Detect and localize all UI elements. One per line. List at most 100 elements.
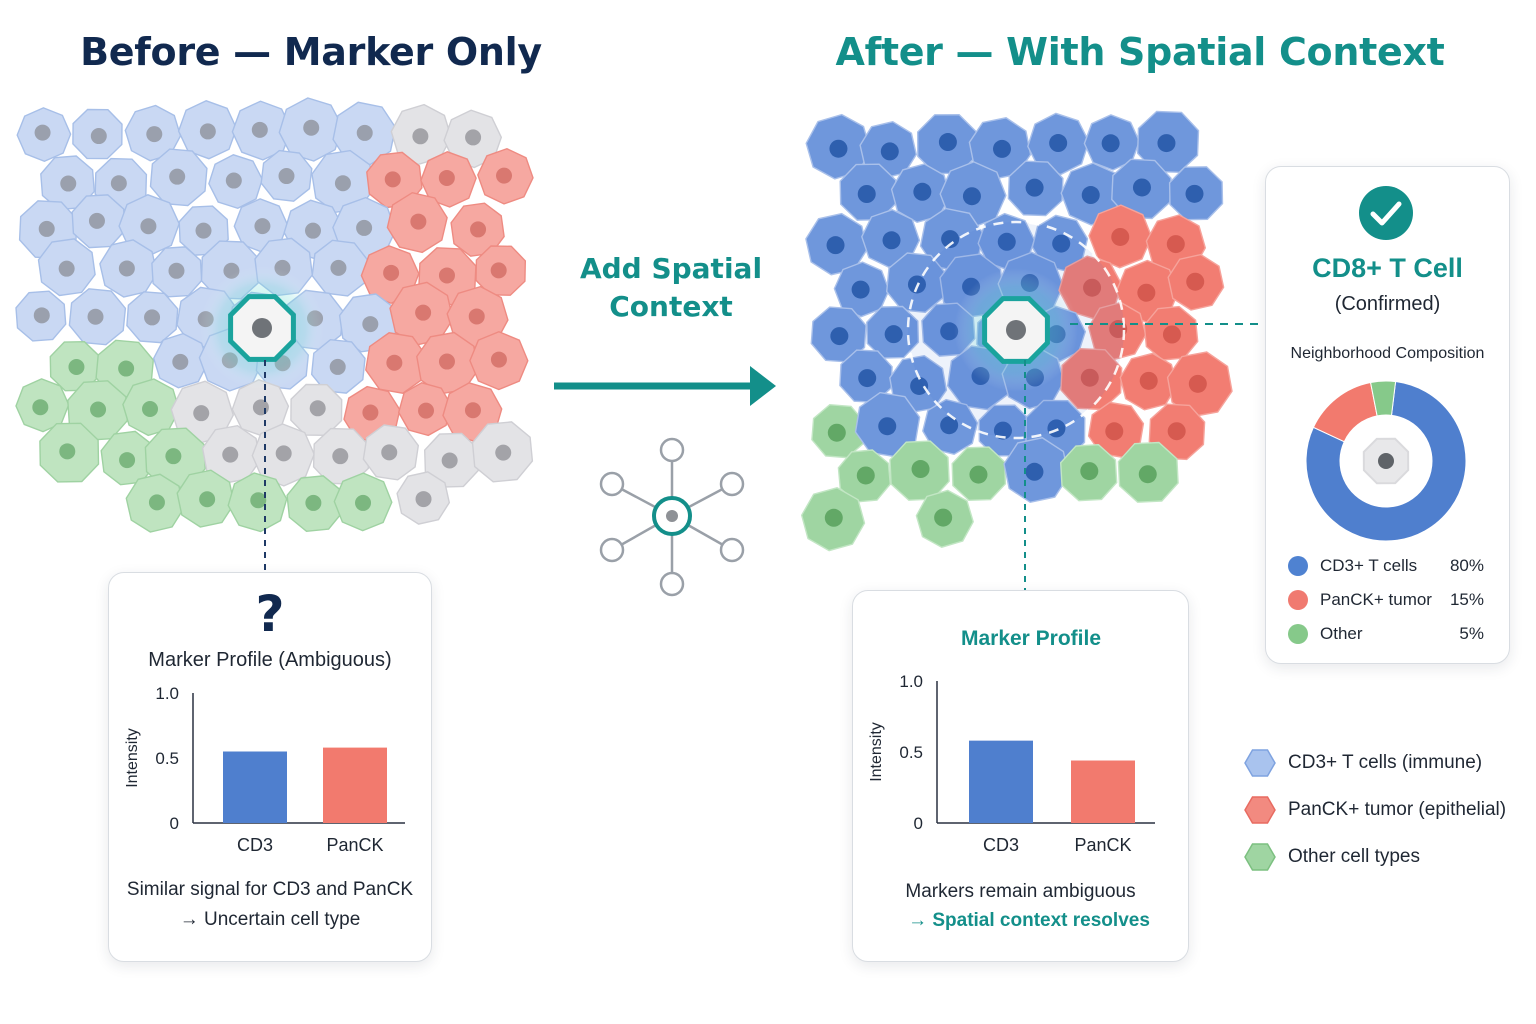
tissue-cell — [16, 107, 72, 163]
tissue-cell — [1060, 162, 1124, 226]
tissue-cell — [922, 398, 979, 456]
donut-slice-2 — [1369, 380, 1397, 417]
tissue-cell — [1167, 253, 1225, 311]
composition-percent: 5% — [1459, 624, 1484, 643]
tissue-cell — [125, 473, 185, 533]
tissue-cell — [477, 147, 534, 205]
composition-name: PanCK+ tumor — [1320, 590, 1432, 609]
tissue-cell — [260, 149, 313, 202]
tissue-cell — [1031, 214, 1089, 272]
tissue-cell — [450, 202, 505, 257]
add-spatial-line2: Context — [609, 290, 733, 323]
tissue-cell — [362, 424, 420, 481]
tissue-cell — [100, 430, 156, 486]
tissue-cell — [71, 194, 126, 249]
donut-slice-0 — [1305, 381, 1467, 542]
tissue-cell — [800, 487, 866, 552]
tissue-cell — [333, 472, 393, 532]
connector-left — [264, 360, 266, 575]
tissue-cell — [366, 151, 423, 209]
tissue-cell — [227, 472, 288, 533]
bar-panck — [323, 747, 387, 823]
composition-name: CD3+ T cells — [1320, 556, 1418, 575]
tissue-cell — [471, 421, 534, 483]
connector-right-side — [1070, 323, 1266, 325]
x-tick-label: CD3 — [983, 835, 1019, 855]
add-spatial-context-label: Add Spatial Context — [560, 250, 782, 326]
connector-right-down — [1024, 360, 1026, 592]
arrow-right-icon — [554, 366, 776, 406]
composition-label: Neighborhood Composition — [1290, 345, 1485, 362]
tissue-cell — [805, 113, 872, 180]
tissue-cell — [416, 331, 479, 395]
composition-percent: 80% — [1449, 556, 1484, 575]
check-circle-icon — [1359, 186, 1413, 240]
tissue-cell — [311, 239, 369, 297]
composition-name: Other — [1320, 624, 1363, 643]
tissue-cell — [1168, 166, 1224, 221]
tissue-cell — [810, 306, 867, 363]
tissue-cell — [839, 163, 897, 221]
tissue-cell — [122, 378, 180, 437]
tissue-cell — [208, 154, 264, 210]
legend-label: CD3+ T cells (immune) — [1288, 752, 1483, 773]
tissue-cell — [977, 212, 1036, 271]
tissue-cell — [866, 305, 920, 359]
result-card: CD8+ T Cell (Confirmed) Neighborhood Com… — [1265, 166, 1510, 664]
caption-before-line1: Similar signal for CD3 and PanCK — [126, 879, 414, 900]
bar-cd3 — [223, 751, 287, 823]
tissue-cell — [389, 281, 454, 346]
tissue-cell — [805, 212, 868, 276]
tissue-cell — [420, 151, 477, 208]
tissue-cell — [1027, 112, 1090, 176]
hexagon-cell-icon — [1244, 843, 1276, 871]
tissue-cell — [386, 191, 448, 254]
y-tick-label: 0.5 — [899, 743, 923, 762]
tissue-cell — [149, 148, 208, 207]
tissue-cell — [889, 440, 950, 501]
x-tick-label: PanCK — [1074, 835, 1131, 855]
legend-item: Other cell types — [1244, 839, 1420, 875]
composition-donut-chart — [1305, 380, 1467, 542]
legend-item: PanCK+ tumor (epithelial) — [1244, 792, 1506, 828]
y-tick-label: 0 — [914, 814, 923, 833]
y-tick-label: 0.5 — [155, 749, 179, 768]
tissue-cell — [951, 446, 1007, 502]
tissue-cell — [915, 489, 974, 548]
tissue-cell — [396, 471, 451, 525]
before-title: Before — Marker Only — [80, 30, 542, 74]
caption-after-line1: Markers remain ambiguous — [905, 881, 1136, 902]
tissue-cell — [1088, 204, 1153, 269]
bar-panck — [1071, 760, 1135, 823]
tissue-cell — [177, 100, 238, 160]
tissue-cell — [178, 205, 229, 256]
tissue-cell — [231, 379, 290, 437]
bar-cd3 — [969, 740, 1033, 823]
tissue-cell — [231, 100, 292, 161]
tissue-cell — [99, 239, 158, 298]
legend-dot-icon — [1288, 624, 1308, 644]
tissue-after — [800, 110, 1233, 552]
tissue-cell — [1060, 347, 1123, 411]
tissue-cell — [49, 340, 101, 392]
tissue-cell — [839, 349, 893, 404]
tissue-cell — [1166, 351, 1233, 418]
x-tick-label: CD3 — [237, 835, 273, 855]
tissue-cell — [1117, 441, 1179, 503]
tissue-cell — [201, 424, 261, 484]
tissue-cell — [1143, 305, 1199, 361]
tissue-cell — [446, 285, 509, 349]
tissue-cell — [469, 330, 529, 391]
tissue-cell — [126, 291, 179, 344]
y-axis-label: Intensity — [124, 728, 141, 788]
tissue-cell — [15, 378, 70, 433]
tissue-cell — [15, 290, 67, 342]
tissue-cell — [423, 432, 480, 488]
tissue-cell — [39, 422, 100, 483]
tissue-cell — [290, 383, 343, 437]
tissue-cell — [68, 288, 127, 346]
hexagon-cell-icon — [1244, 796, 1276, 824]
